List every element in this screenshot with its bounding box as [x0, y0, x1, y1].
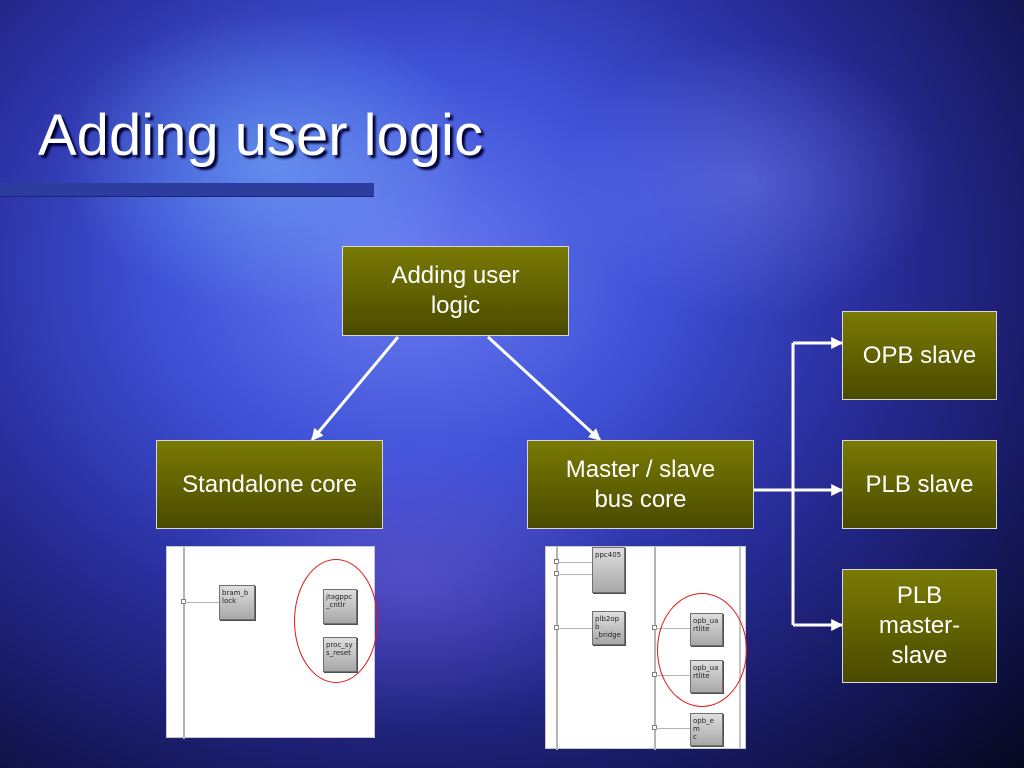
root-node-adding-user-logic: Adding user logic [342, 246, 569, 336]
bus-branch [656, 728, 690, 729]
component-block: opb_em c [690, 713, 723, 746]
bus-connector [652, 625, 657, 630]
bus-connector [554, 571, 559, 576]
bus-branch [558, 574, 592, 575]
arrow-to-standalone-core [310, 336, 400, 441]
bus-connector [554, 559, 559, 564]
arrow-to-bus-core [486, 335, 602, 442]
component-block: ppc405 [592, 547, 625, 593]
background-glow [560, 40, 940, 320]
bus-connector [181, 599, 186, 604]
component-block: plb2opb _bridge [592, 611, 625, 645]
bus-connector [652, 725, 657, 730]
highlight-circle [294, 559, 378, 683]
bus-core-screenshot: ppc405 plb2opb _bridge opb_ua rtlite opb… [545, 546, 747, 750]
bus-connector [554, 625, 559, 630]
bus-connector [652, 672, 657, 677]
bus-line [556, 547, 558, 750]
bus-branch [558, 628, 592, 629]
node-master-slave-bus-core: Master / slave bus core [527, 440, 754, 529]
bus-line [183, 547, 185, 739]
standalone-core-screenshot: bram_b lock jtagppc _cntlr proc_sy s_res… [166, 546, 378, 739]
node-opb-slave: OPB slave [842, 311, 997, 400]
bus-branch [185, 602, 219, 603]
bus-line [654, 547, 656, 750]
slide-title: Adding user logic [38, 103, 483, 168]
node-plb-master-slave: PLB master- slave [842, 569, 997, 683]
node-standalone-core: Standalone core [156, 440, 383, 529]
component-block: bram_b lock [219, 585, 255, 620]
title-underline-bar [0, 183, 374, 197]
node-plb-slave: PLB slave [842, 440, 997, 529]
bus-branch [558, 562, 592, 563]
highlight-circle [657, 593, 747, 707]
